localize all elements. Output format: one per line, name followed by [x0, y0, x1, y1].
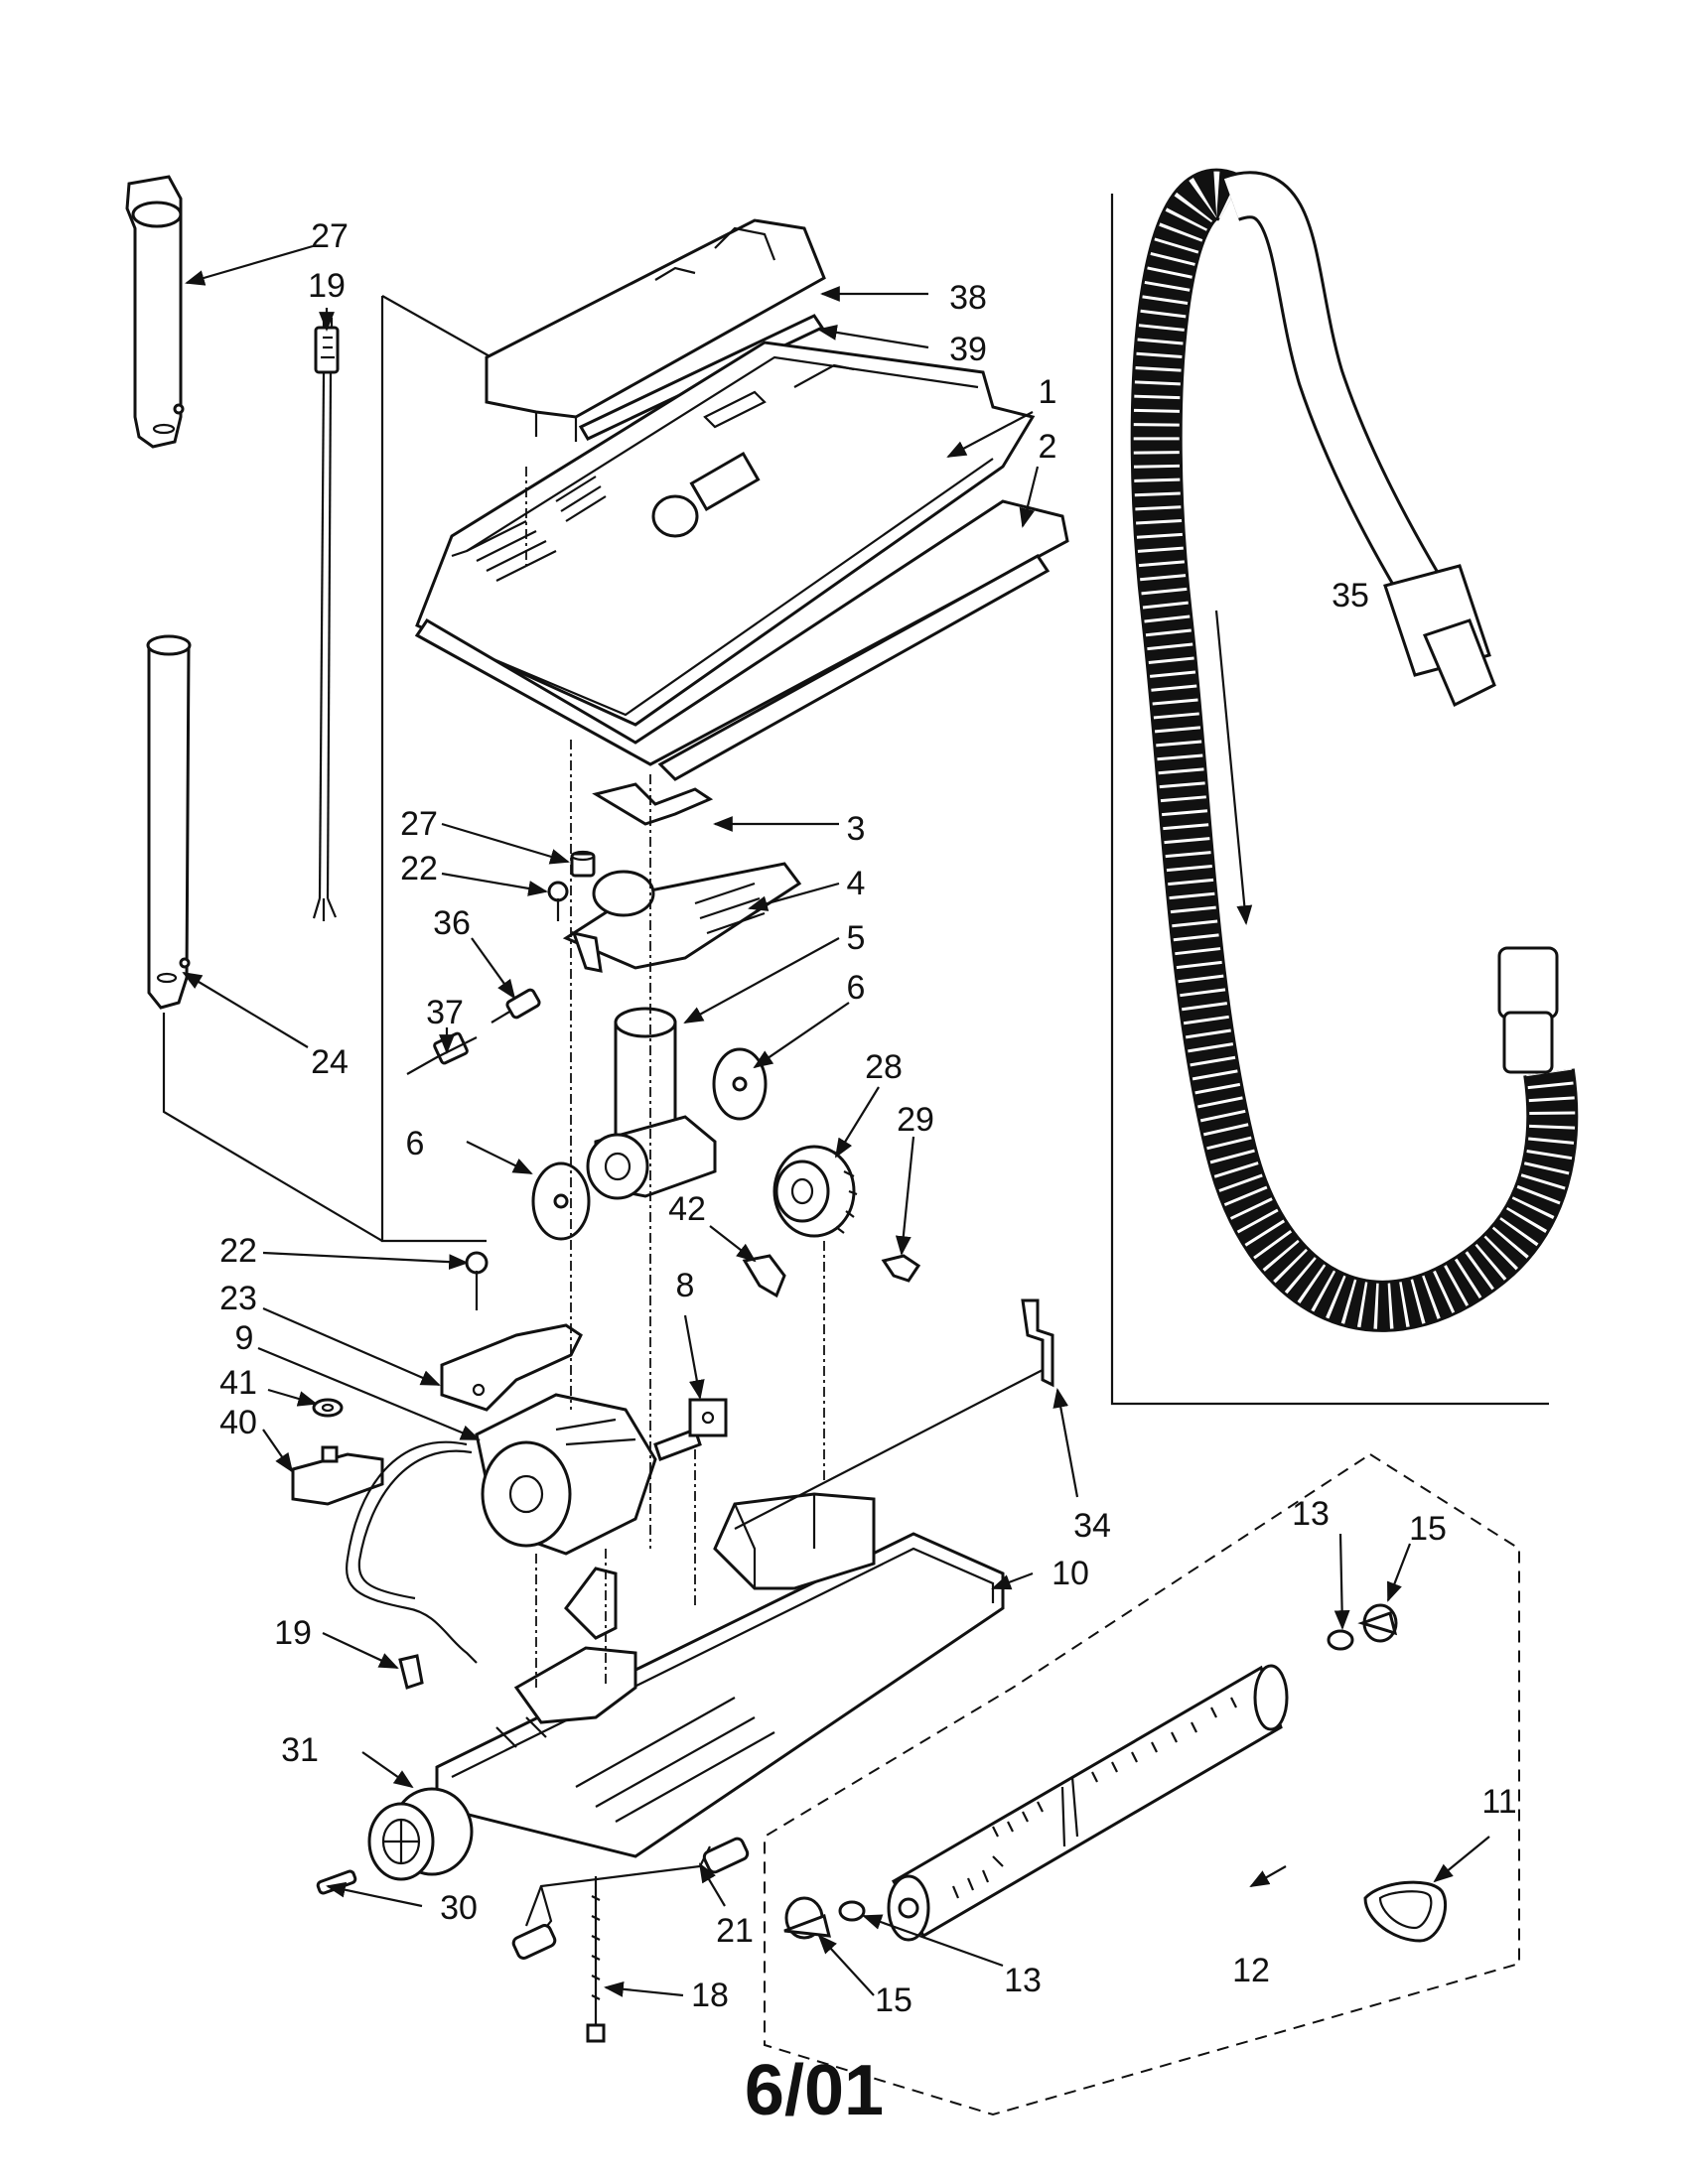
callout-28: 28	[865, 1048, 903, 1086]
alignment-lines	[525, 467, 1044, 1688]
callout-34: 34	[1073, 1507, 1111, 1545]
callout-19: 19	[308, 267, 346, 305]
callout-24: 24	[311, 1043, 349, 1081]
callout-36: 36	[433, 904, 471, 942]
hood-cover	[485, 218, 826, 442]
brushroll	[887, 1664, 1289, 1942]
callout-20: 19	[274, 1614, 312, 1652]
hinge-clip	[592, 782, 714, 826]
callout-5: 5	[847, 919, 866, 957]
switch-bracket	[562, 862, 802, 973]
callout-25: 27	[311, 217, 349, 255]
base	[435, 1492, 1005, 1858]
callout-labels: 27 19 38 39 1 2 3 27 22 4 36 5 37 6 24 2…	[219, 217, 1517, 2019]
callout-21: 21	[716, 1912, 754, 1950]
callout-38: 38	[949, 279, 987, 317]
nut	[570, 850, 596, 878]
leaders	[182, 244, 1490, 1997]
callout-15-right: 15	[1409, 1510, 1447, 1548]
long-screw	[586, 1876, 606, 2043]
callout-2: 2	[1039, 428, 1057, 466]
screw-upper	[547, 881, 569, 921]
hood	[415, 341, 1036, 727]
callout-41: 41	[219, 1364, 257, 1402]
fan-housing	[586, 1007, 717, 1200]
callout-6-left: 6	[406, 1125, 425, 1162]
callout-12: 12	[1232, 1952, 1270, 1989]
callout-18: 18	[691, 1977, 729, 2014]
belt	[1363, 1880, 1448, 1943]
callout-6-right: 6	[847, 969, 866, 1007]
callout-37: 37	[426, 994, 464, 1031]
callout-31: 31	[281, 1731, 319, 1769]
callout-22-upper: 22	[400, 850, 438, 887]
brush-holder	[688, 1398, 728, 1437]
small-clip-right	[881, 1254, 921, 1283]
screw-lower	[465, 1251, 489, 1310]
callout-29: 29	[897, 1101, 934, 1139]
power-cord	[312, 318, 340, 921]
washer-right	[1327, 1629, 1354, 1651]
wire-connector	[398, 1654, 424, 1690]
callout-39: 39	[949, 331, 987, 368]
callout-1: 1	[1039, 373, 1057, 411]
hose	[1130, 168, 1579, 1332]
gear-wheel	[772, 1145, 858, 1238]
callout-15-left: 15	[875, 1981, 912, 2019]
callout-42: 42	[668, 1190, 706, 1228]
bearing-left	[783, 1896, 831, 1940]
motor-leads	[346, 1440, 478, 1664]
callout-35: 35	[1332, 577, 1369, 614]
rear-wheel	[367, 1787, 474, 1881]
callout-23: 23	[219, 1280, 257, 1317]
callout-11: 11	[1481, 1783, 1516, 1821]
bearing-right	[1357, 1603, 1398, 1643]
callout-22-lower: 22	[219, 1232, 257, 1270]
motor-bracket	[440, 1323, 583, 1412]
callout-8: 8	[676, 1267, 695, 1304]
callout-13-left: 13	[1004, 1962, 1042, 1999]
brushroll-assembly-boundary	[764, 1452, 1520, 2116]
callout-3: 3	[847, 810, 866, 848]
callout-4: 4	[847, 865, 866, 902]
switch-block	[291, 1445, 384, 1506]
callout-13-right: 13	[1292, 1495, 1330, 1533]
group-frames	[162, 194, 1549, 2116]
callout-30: 30	[440, 1889, 478, 1927]
motor	[475, 1393, 702, 1556]
small-clip-center	[742, 1254, 786, 1298]
washer-left	[838, 1900, 866, 1922]
washer	[312, 1398, 344, 1418]
date-code: 6/01	[745, 2051, 884, 2130]
callout-40: 40	[219, 1404, 257, 1441]
upper-handle-tube	[125, 175, 185, 449]
callout-10: 10	[1052, 1555, 1089, 1592]
latch-bracket	[1021, 1298, 1054, 1388]
callout-27: 27	[400, 805, 438, 843]
spacer-right	[712, 1047, 768, 1121]
callout-9: 9	[235, 1319, 254, 1357]
lower-handle-tube	[146, 634, 192, 1010]
spacer-left	[531, 1161, 591, 1241]
